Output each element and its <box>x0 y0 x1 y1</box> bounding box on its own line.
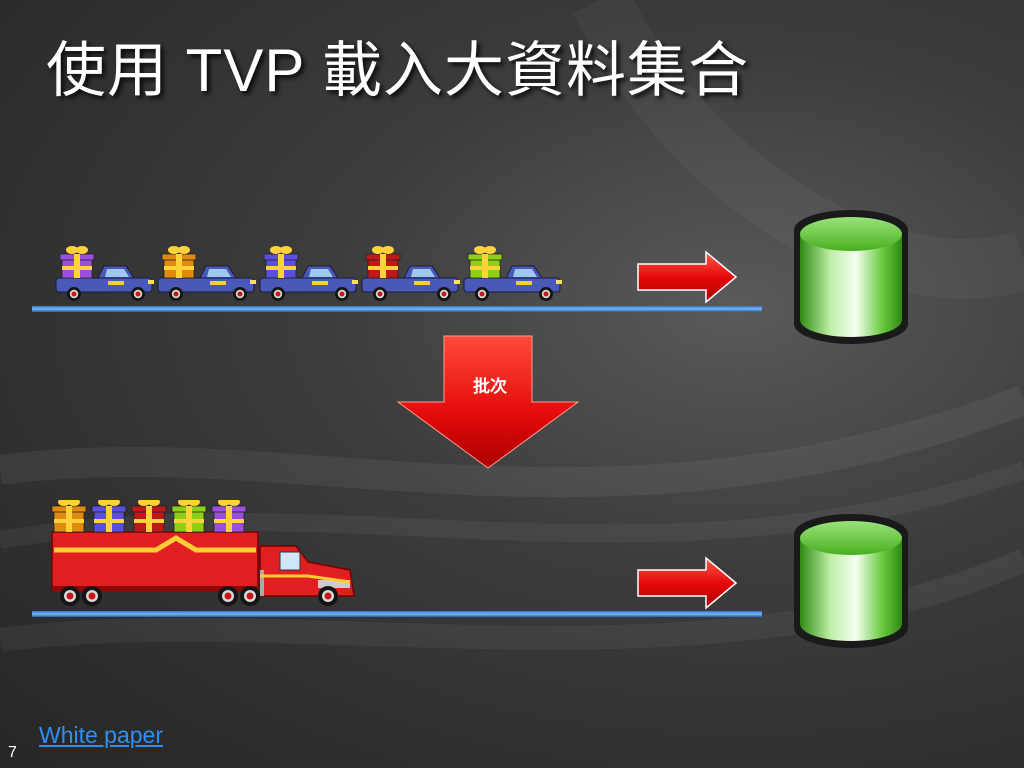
gift-box-icon <box>467 246 503 279</box>
cars-convoy <box>55 246 562 301</box>
pickup-car-icon <box>361 265 460 301</box>
top-track <box>32 306 762 312</box>
semi-truck-icon <box>51 500 355 606</box>
page-number: 7 <box>8 744 17 761</box>
pickup-car-icon <box>157 265 256 301</box>
gift-box-icon <box>171 500 207 533</box>
red-arrow-icon <box>637 556 738 610</box>
gift-box-icon <box>365 246 401 279</box>
pickup-car-icon <box>463 265 562 301</box>
batch-down-arrow-icon <box>396 335 580 469</box>
pickup-car-icon <box>55 265 154 301</box>
pickup-car-icon <box>259 265 358 301</box>
gift-box-icon <box>263 246 299 279</box>
gift-box-icon <box>51 500 87 533</box>
red-arrow-icon <box>637 250 738 304</box>
bottom-track <box>32 611 762 617</box>
gift-box-icon <box>211 500 247 533</box>
database-cylinder-icon <box>794 514 908 648</box>
batch-label: 批次 <box>473 377 507 396</box>
gift-box-icon <box>91 500 127 533</box>
white-paper-link[interactable]: White paper <box>39 722 164 748</box>
gift-box-icon <box>161 246 197 279</box>
database-cylinder-icon <box>794 210 908 344</box>
gift-box-icon <box>59 246 95 279</box>
gift-box-icon <box>131 500 167 533</box>
slide-title: 使用 TVP 載入大資料集合 <box>46 37 749 104</box>
